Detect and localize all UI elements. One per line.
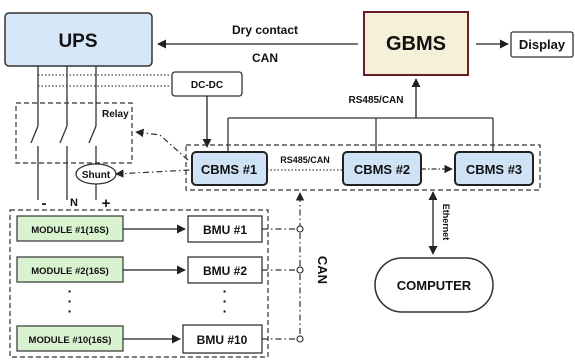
- bmu1-label: BMU #1: [203, 223, 247, 237]
- svg-text:·: ·: [223, 283, 228, 299]
- svg-text:·: ·: [68, 283, 73, 299]
- cbms-group-box: [185, 144, 541, 191]
- computer-label: COMPUTER: [397, 278, 472, 293]
- cbms1-label: CBMS #1: [201, 162, 257, 177]
- module10-label: MODULE #10(16S): [29, 335, 112, 346]
- bmu1-block: BMU #1: [187, 215, 263, 243]
- svg-text:·: ·: [68, 303, 73, 319]
- module10-block: MODULE #10(16S): [16, 325, 124, 352]
- module2-block: MODULE #2(16S): [16, 256, 124, 283]
- dcdc-label: DC-DC: [191, 80, 223, 91]
- display-block: Display: [510, 31, 574, 58]
- module2-label: MODULE #2(16S): [31, 266, 109, 277]
- cbms2-label: CBMS #2: [354, 162, 410, 177]
- module1-label: MODULE #1(16S): [31, 225, 109, 236]
- cbms3-block: CBMS #3: [454, 151, 534, 186]
- relay-box: [15, 102, 133, 164]
- svg-text:·: ·: [223, 293, 228, 309]
- rs485-can-bus: [227, 117, 494, 152]
- cbms1-block: CBMS #1: [191, 151, 268, 186]
- relay-switches: [30, 123, 97, 200]
- minus-label: -: [42, 195, 47, 212]
- modules-group-box: [9, 209, 269, 358]
- dcdc-block: DC-DC: [171, 71, 243, 97]
- module-ellipsis: · · ·: [68, 283, 73, 319]
- svg-text:·: ·: [223, 303, 228, 319]
- can-side-label: CAN: [315, 256, 330, 284]
- bmu-ellipsis: · · ·: [223, 283, 228, 319]
- shunt-cbms-link: [115, 169, 191, 178]
- ups-label: UPS: [58, 31, 97, 52]
- ups-block: UPS: [4, 12, 153, 67]
- shunt-label: Shunt: [82, 170, 111, 181]
- shunt-block: Shunt: [75, 163, 117, 185]
- rs485-can-mid-label: RS485/CAN: [280, 155, 330, 165]
- svg-text:·: ·: [68, 293, 73, 309]
- bmu10-block: BMU #10: [182, 324, 263, 354]
- module1-block: MODULE #1(16S): [16, 215, 124, 242]
- bmu2-block: BMU #2: [187, 256, 263, 284]
- cbms2-block: CBMS #2: [342, 151, 422, 186]
- n-label: N: [70, 197, 78, 209]
- can-bus-nodes: [296, 225, 304, 343]
- dry-contact-label: Dry contact: [232, 23, 298, 37]
- rs485-can-top-label: RS485/CAN: [348, 95, 403, 106]
- plus-label: +: [102, 195, 111, 212]
- ethernet-label: Ethernet: [441, 204, 451, 241]
- bmu2-label: BMU #2: [203, 264, 247, 278]
- display-label: Display: [519, 37, 566, 52]
- gbms-block: GBMS: [363, 11, 469, 76]
- gbms-label: GBMS: [386, 33, 446, 55]
- can-top-label: CAN: [252, 51, 278, 65]
- bmu10-label: BMU #10: [197, 333, 248, 347]
- computer-block: COMPUTER: [374, 257, 494, 313]
- cbms-relay-link: [135, 128, 189, 161]
- cbms3-label: CBMS #3: [466, 162, 522, 177]
- relay-label: Relay: [102, 109, 129, 120]
